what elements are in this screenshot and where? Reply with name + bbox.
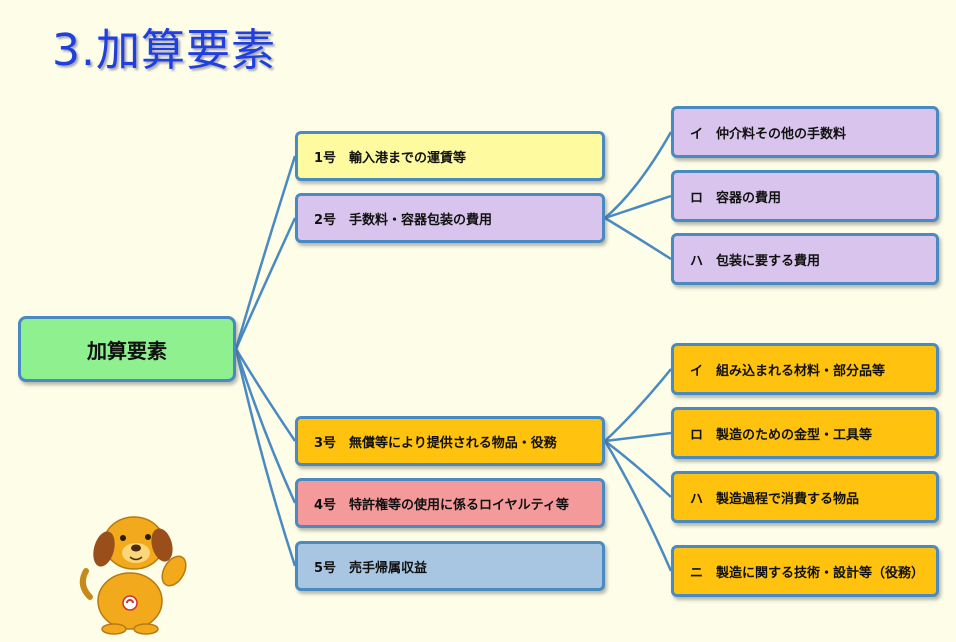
connector-root-item-5 <box>234 348 297 567</box>
connector-root-item-4 <box>234 348 297 504</box>
connector-item3-sub-2 <box>604 431 672 443</box>
item-node-5: 5号 売手帰属収益 <box>295 541 605 591</box>
connector-root-item-1 <box>234 155 297 350</box>
page-title: 3.加算要素 <box>52 25 276 76</box>
sub2-node-3: ハ 包装に要する費用 <box>671 233 939 285</box>
connector-item2-sub-2 <box>604 194 672 220</box>
sub3-node-4: ニ 製造に関する技術・設計等（役務） <box>671 545 939 597</box>
connector-item2-sub-1 <box>604 131 673 219</box>
item-node-1: 1号 輸入港までの運賃等 <box>295 131 605 181</box>
item-node-3: 3号 無償等により提供される物品・役務 <box>295 416 605 466</box>
sub3-node-3: ハ 製造過程で消費する物品 <box>671 471 939 523</box>
connector-item3-sub-3 <box>604 440 672 498</box>
connector-root-item-3 <box>234 348 297 442</box>
connector-item2-sub-3 <box>604 216 672 261</box>
root-node: 加算要素 <box>18 316 236 382</box>
sub3-node-2: ロ 製造のための金型・工具等 <box>671 407 939 459</box>
sub3-node-1: イ 組み込まれる材料・部分品等 <box>671 343 939 395</box>
item-node-4: 4号 特許権等の使用に係るロイヤルティ等 <box>295 478 605 528</box>
connector-root-item-2 <box>234 217 297 350</box>
sub2-node-1: イ 仲介料その他の手数料 <box>671 106 939 158</box>
sub2-node-2: ロ 容器の費用 <box>671 170 939 222</box>
connector-item3-sub-1 <box>604 368 672 442</box>
connector-item3-sub-4 <box>603 440 673 572</box>
item-node-2: 2号 手数料・容器包装の費用 <box>295 193 605 243</box>
dog-mascot-icon <box>79 516 187 635</box>
